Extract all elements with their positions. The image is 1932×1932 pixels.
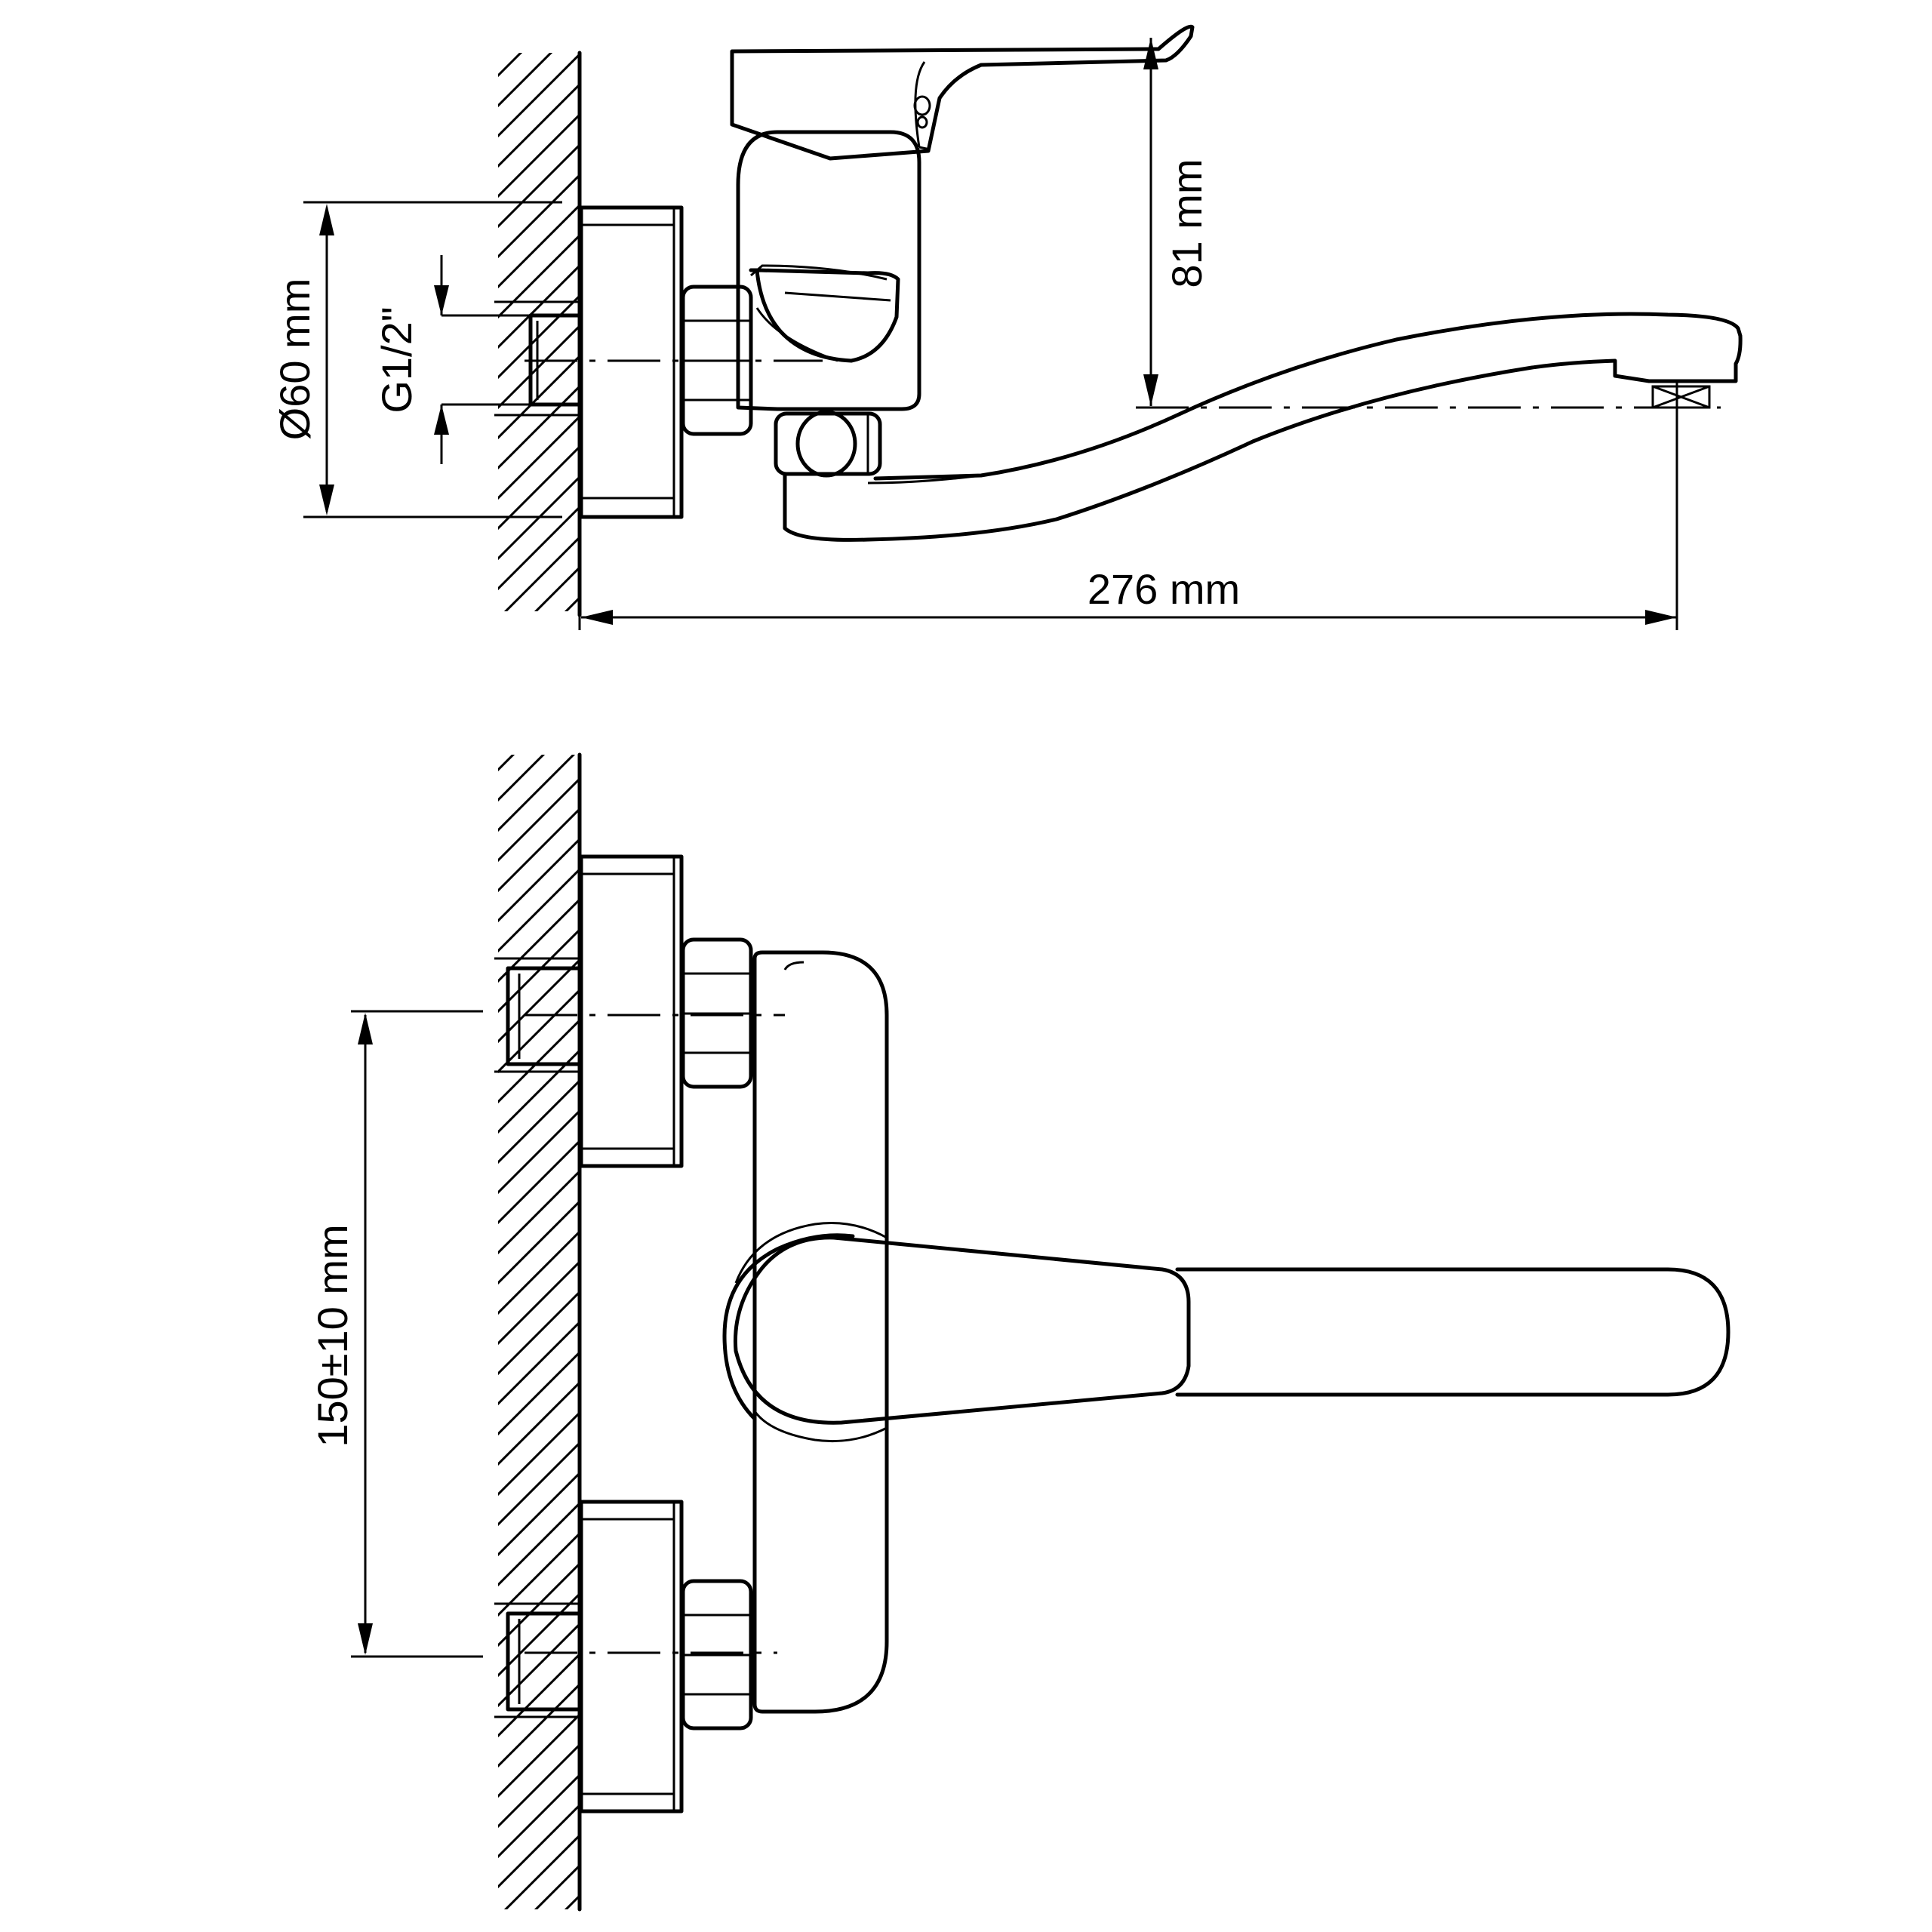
wall-section-top bbox=[498, 51, 582, 617]
upper-hex-nut bbox=[681, 937, 753, 1089]
side-view bbox=[494, 24, 1743, 630]
lower-inlet-pipe bbox=[494, 1602, 582, 1718]
lower-hex-nut bbox=[681, 1579, 753, 1730]
mixer-body-side bbox=[730, 24, 1195, 411]
mixer-body-front bbox=[752, 950, 889, 1714]
dim-inlet-spacing: 150±10 mm bbox=[309, 1010, 483, 1658]
lever-handle-front bbox=[733, 1235, 1730, 1425]
swivel-spout bbox=[783, 312, 1743, 542]
front-view bbox=[494, 752, 1730, 1912]
lower-flange bbox=[579, 1500, 684, 1814]
spout-reach-label: 276 mm bbox=[1088, 565, 1240, 613]
spout-height-label: 81 mm bbox=[1163, 158, 1211, 288]
flange-diameter-label: Ø60 mm bbox=[271, 278, 318, 441]
dim-spout-reach: 276 mm bbox=[581, 565, 1677, 625]
spout-collar bbox=[774, 410, 882, 478]
dim-spout-height: 81 mm bbox=[1143, 38, 1211, 406]
upper-inlet-pipe bbox=[494, 957, 582, 1073]
cartridge-housing bbox=[722, 1222, 888, 1443]
dim-flange-diameter: Ø60 mm bbox=[271, 201, 562, 518]
thread-size-label: G1/2" bbox=[373, 306, 420, 413]
dim-thread: G1/2" bbox=[373, 255, 531, 464]
wall-section-bottom bbox=[498, 752, 582, 1912]
inlet-spacing-label: 150±10 mm bbox=[309, 1224, 356, 1447]
upper-flange bbox=[579, 854, 684, 1168]
wall-flange-top bbox=[579, 205, 684, 519]
